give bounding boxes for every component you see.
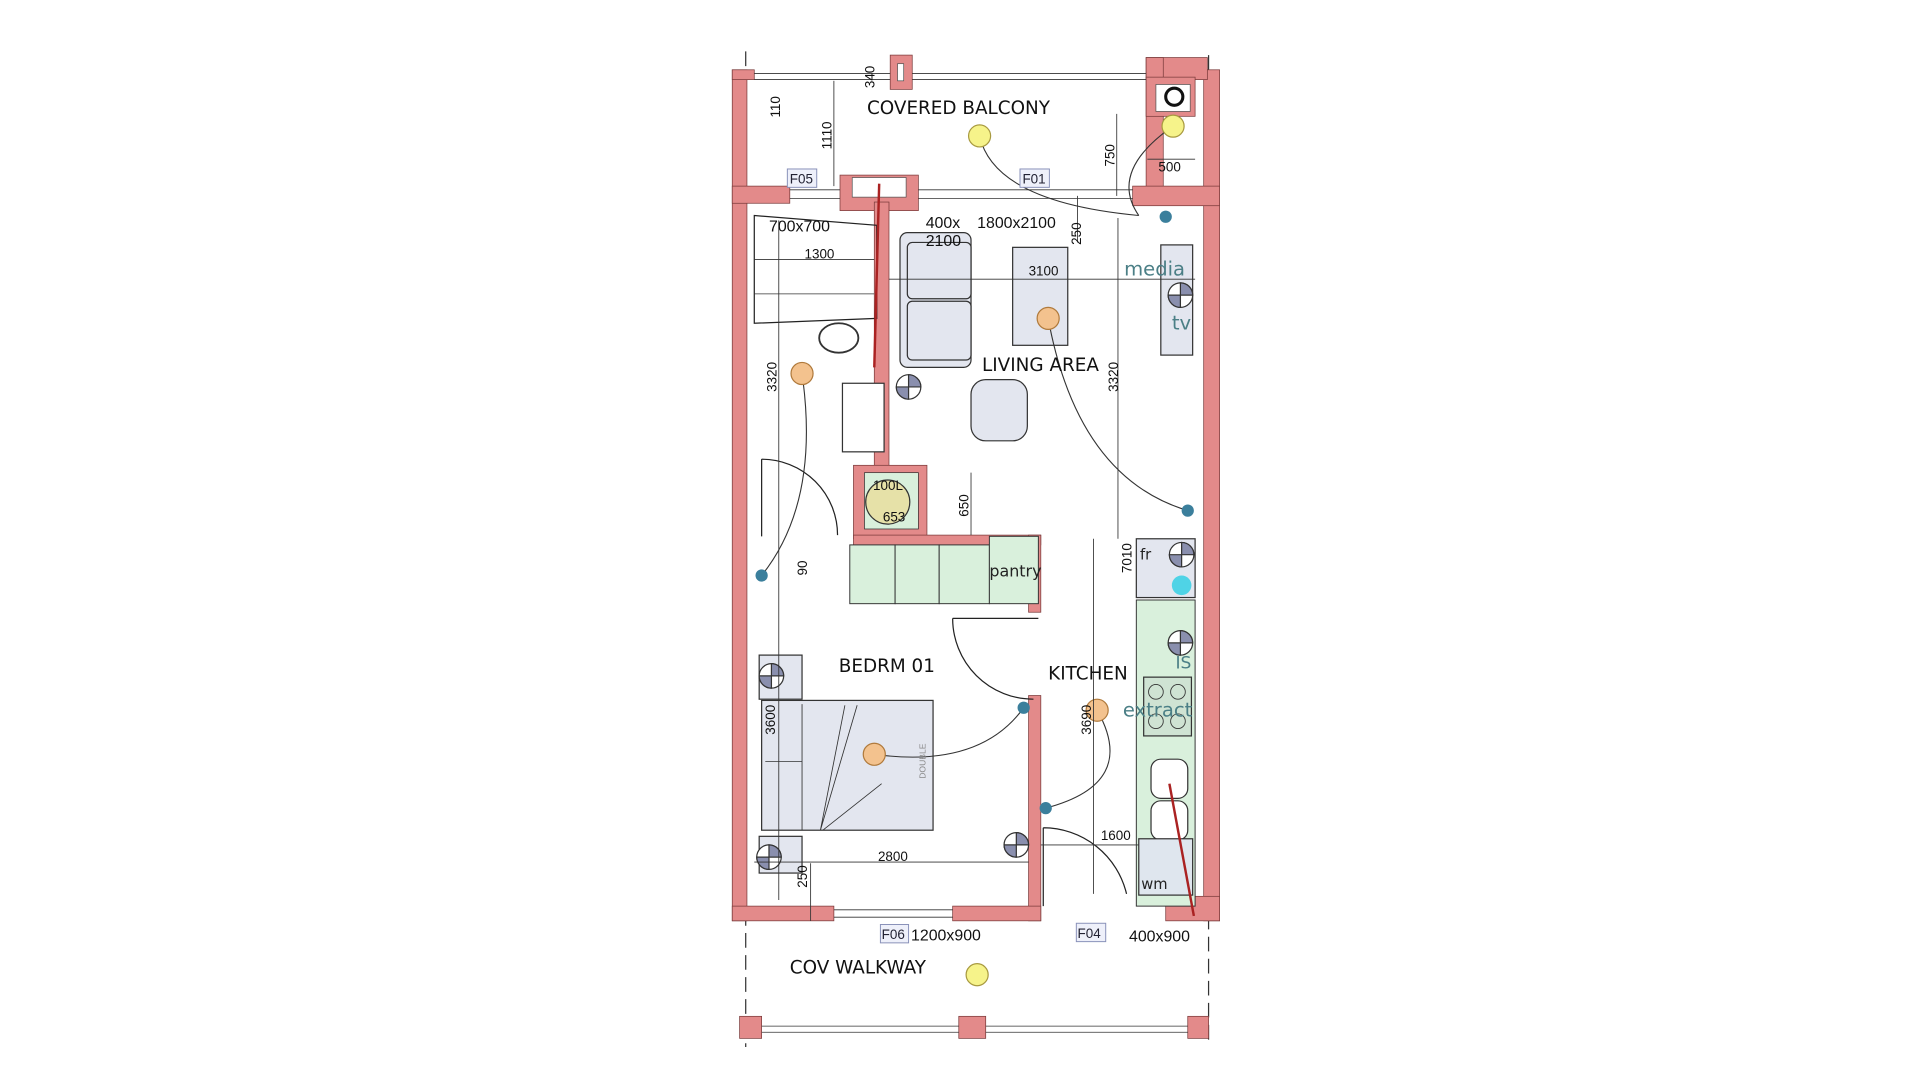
window-tag-f06: F06 <box>879 924 910 944</box>
dim-3600: 3600 <box>763 705 778 735</box>
size-f06: 1200x900 <box>911 927 981 944</box>
room-label-bedroom: BEDRM 01 <box>839 656 935 677</box>
toilet-icon <box>818 322 860 354</box>
svg-text:F05: F05 <box>790 172 813 187</box>
dim-7010: 7010 <box>1119 543 1134 573</box>
label-is: IS <box>1176 654 1192 674</box>
window-tag-f01: F01 <box>1019 168 1050 188</box>
basin-icon <box>841 382 885 453</box>
power-outlet-icon <box>756 282 1195 871</box>
dim-750: 750 <box>1102 144 1117 166</box>
switch-icon <box>1181 504 1194 517</box>
size-door-a: 400x <box>926 215 961 232</box>
dim-250-bottom: 250 <box>795 865 810 887</box>
label-media: media <box>1124 258 1185 281</box>
dim-90: 90 <box>795 561 810 576</box>
light-balcony <box>967 124 992 148</box>
size-slider: 1800x2100 <box>977 215 1056 232</box>
switch-icon <box>755 569 768 582</box>
label-cylinder-width: 653 <box>883 510 905 525</box>
svg-text:F04: F04 <box>1078 926 1102 941</box>
dim-110: 110 <box>768 96 783 117</box>
armchair <box>970 378 1028 442</box>
dim-650: 650 <box>957 494 972 516</box>
label-extract: extract <box>1123 698 1193 721</box>
dim-3100: 3100 <box>1029 264 1059 279</box>
dim-1600: 1600 <box>1101 828 1131 843</box>
sofa <box>899 232 972 368</box>
switch-icon <box>1017 701 1030 714</box>
bedroom-door <box>952 617 1039 700</box>
room-label-living-area: LIVING AREA <box>982 355 1099 376</box>
light-bedroom <box>862 742 886 766</box>
dim-1110: 1110 <box>819 121 834 149</box>
light-living <box>1036 306 1060 331</box>
size-f04: 400x900 <box>1129 929 1190 946</box>
drain-icon <box>1164 86 1185 107</box>
dim-340: 340 <box>862 66 877 88</box>
size-door-b: 2100 <box>926 233 962 250</box>
room-label-pantry: pantry <box>989 562 1041 581</box>
light-balcony-store <box>1161 114 1185 138</box>
svg-text:F01: F01 <box>1022 172 1045 187</box>
light-walkway <box>965 963 989 987</box>
cooktop-icon <box>1143 676 1193 737</box>
room-label-covered-balcony: COVERED BALCONY <box>867 98 1051 119</box>
room-label-kitchen: KITCHEN <box>1048 664 1128 685</box>
label-tv: tv <box>1172 311 1191 334</box>
dim-3690: 3690 <box>1079 705 1094 735</box>
dimension-lines <box>754 80 1196 921</box>
laundry-door <box>1042 827 1128 907</box>
extract-fan-icon <box>1171 575 1192 596</box>
svg-text:F06: F06 <box>882 927 905 942</box>
window-tag-f04: F04 <box>1075 922 1107 943</box>
size-shower: 700x700 <box>769 218 830 235</box>
label-fridge: fr <box>1140 547 1152 564</box>
switch-icon <box>1159 210 1172 223</box>
light-bathroom <box>790 361 814 386</box>
light-kitchen <box>1085 698 1109 722</box>
bathroom <box>753 214 885 537</box>
coffee-table <box>1012 246 1069 346</box>
wardrobe <box>849 535 1039 605</box>
sink-icon <box>1150 758 1189 841</box>
dim-2800: 2800 <box>878 849 908 864</box>
label-cylinder: 100L <box>873 478 903 493</box>
bed <box>758 654 934 874</box>
room-label-walkway: COV WALKWAY <box>790 957 927 978</box>
dim-1300: 1300 <box>804 246 834 261</box>
dim-250-top: 250 <box>1069 222 1084 244</box>
wiring <box>761 125 1188 809</box>
window-tag-f05: F05 <box>786 168 818 188</box>
switch-icon <box>1039 802 1052 815</box>
label-wm: wm <box>1141 876 1167 893</box>
dim-3320-left: 3320 <box>764 362 779 392</box>
hot-water-cylinder <box>865 479 911 525</box>
label-bed-double: DOUBLE <box>918 743 928 779</box>
dim-3320-right: 3320 <box>1106 362 1121 392</box>
windows <box>754 73 1188 1033</box>
dim-500: 500 <box>1158 159 1180 174</box>
